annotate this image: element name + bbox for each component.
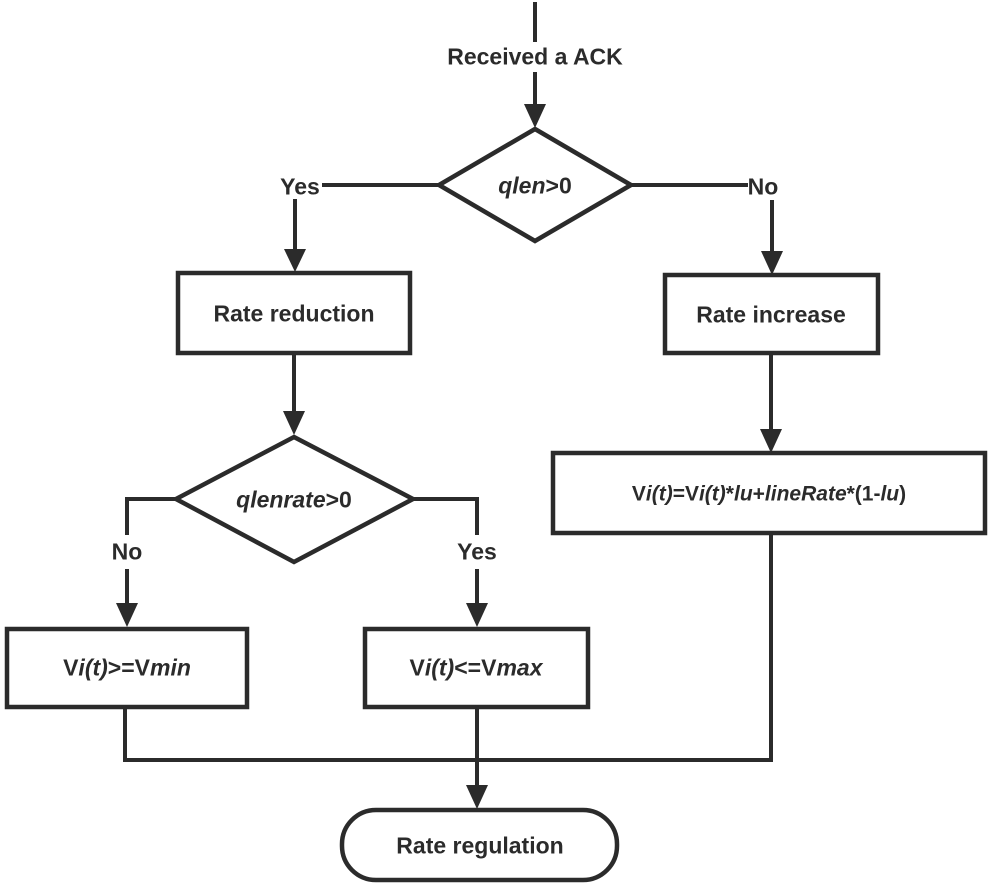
rate-regulation-label: Rate regulation: [396, 832, 564, 859]
rate-increase-label: Rate increase: [696, 301, 846, 328]
vmax-check-box: [362, 626, 591, 710]
arrowhead-into-rate-increase: [761, 251, 783, 275]
qlen-decision-diamond: [434, 126, 636, 244]
rate-reduction-label: Rate reduction: [213, 300, 375, 327]
arrowhead-into-formula: [760, 429, 782, 453]
qlenrate-decision-label: qlenrate>0: [236, 487, 352, 512]
rate-regulation-terminal: [339, 807, 620, 883]
qlenrate-var: qlenrate: [236, 486, 326, 513]
arrowhead-into-vmax-check: [466, 603, 488, 627]
rate-formula-box: [550, 450, 988, 536]
arrowhead-into-rate-regulation: [466, 785, 488, 809]
vmax-check-label: Vi(t)<=Vmax: [409, 654, 543, 681]
arrowhead-into-rate-reduction: [284, 249, 306, 272]
qlenrate-no-edge-elbow: [125, 497, 176, 535]
qlen-op: >0: [545, 172, 572, 199]
qlenrate-yes-edge-elbow: [413, 497, 479, 535]
rate-formula-label: Vi(t)=Vi(t)*lu+lineRate*(1-lu): [631, 482, 907, 506]
vmin-check-box: [4, 626, 250, 710]
qlenrate-decision-diamond: [171, 434, 418, 565]
qlenrate-yes-label: Yes: [457, 538, 497, 565]
qlen-no-label: No: [747, 173, 779, 200]
vmin-check-label: Vi(t)>=Vmin: [63, 654, 191, 681]
qlen-var: qlen: [498, 172, 546, 199]
qlenrate-no-label: No: [111, 538, 143, 565]
arrowhead-into-vmin-check: [116, 603, 138, 627]
qlenrate-op: >0: [325, 486, 352, 513]
qlen-yes-label: Yes: [280, 173, 320, 200]
arrowhead-into-qlenrate-decision: [283, 411, 305, 435]
qlen-decision-label: qlen>0: [498, 173, 572, 198]
arrowhead-into-qlen-decision: [524, 104, 546, 128]
start-label: Received a ACK: [447, 43, 623, 70]
